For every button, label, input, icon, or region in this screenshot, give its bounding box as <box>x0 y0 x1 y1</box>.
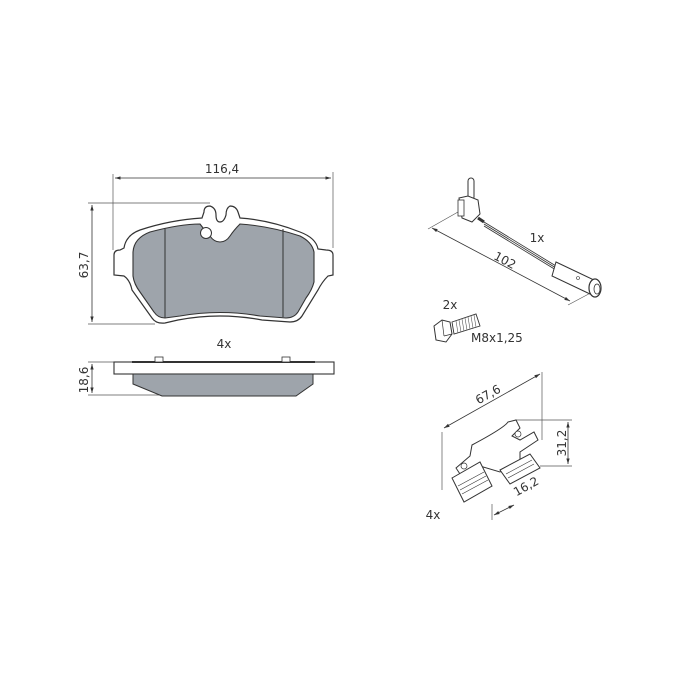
pad-width-label: 116,4 <box>205 162 239 176</box>
wear-sensor <box>427 177 602 306</box>
pad-quantity-label: 4x <box>217 337 232 351</box>
clip-quantity-label: 4x <box>426 508 441 522</box>
sensor-quantity-label: 1x <box>530 231 545 245</box>
clip-height-label: 31,2 <box>555 430 569 457</box>
clip <box>441 372 572 520</box>
bolt <box>433 313 481 343</box>
sensor-length-label: 102 <box>491 249 518 272</box>
pad-thickness-label: 18,6 <box>77 367 91 394</box>
brake-pad-front-view <box>88 172 334 325</box>
bolt-quantity-label: 2x <box>443 298 458 312</box>
pad-height-label: 63,7 <box>77 252 91 279</box>
bolt-spec-label: M8x1,25 <box>471 331 523 345</box>
brake-pad-side-view <box>88 356 335 397</box>
